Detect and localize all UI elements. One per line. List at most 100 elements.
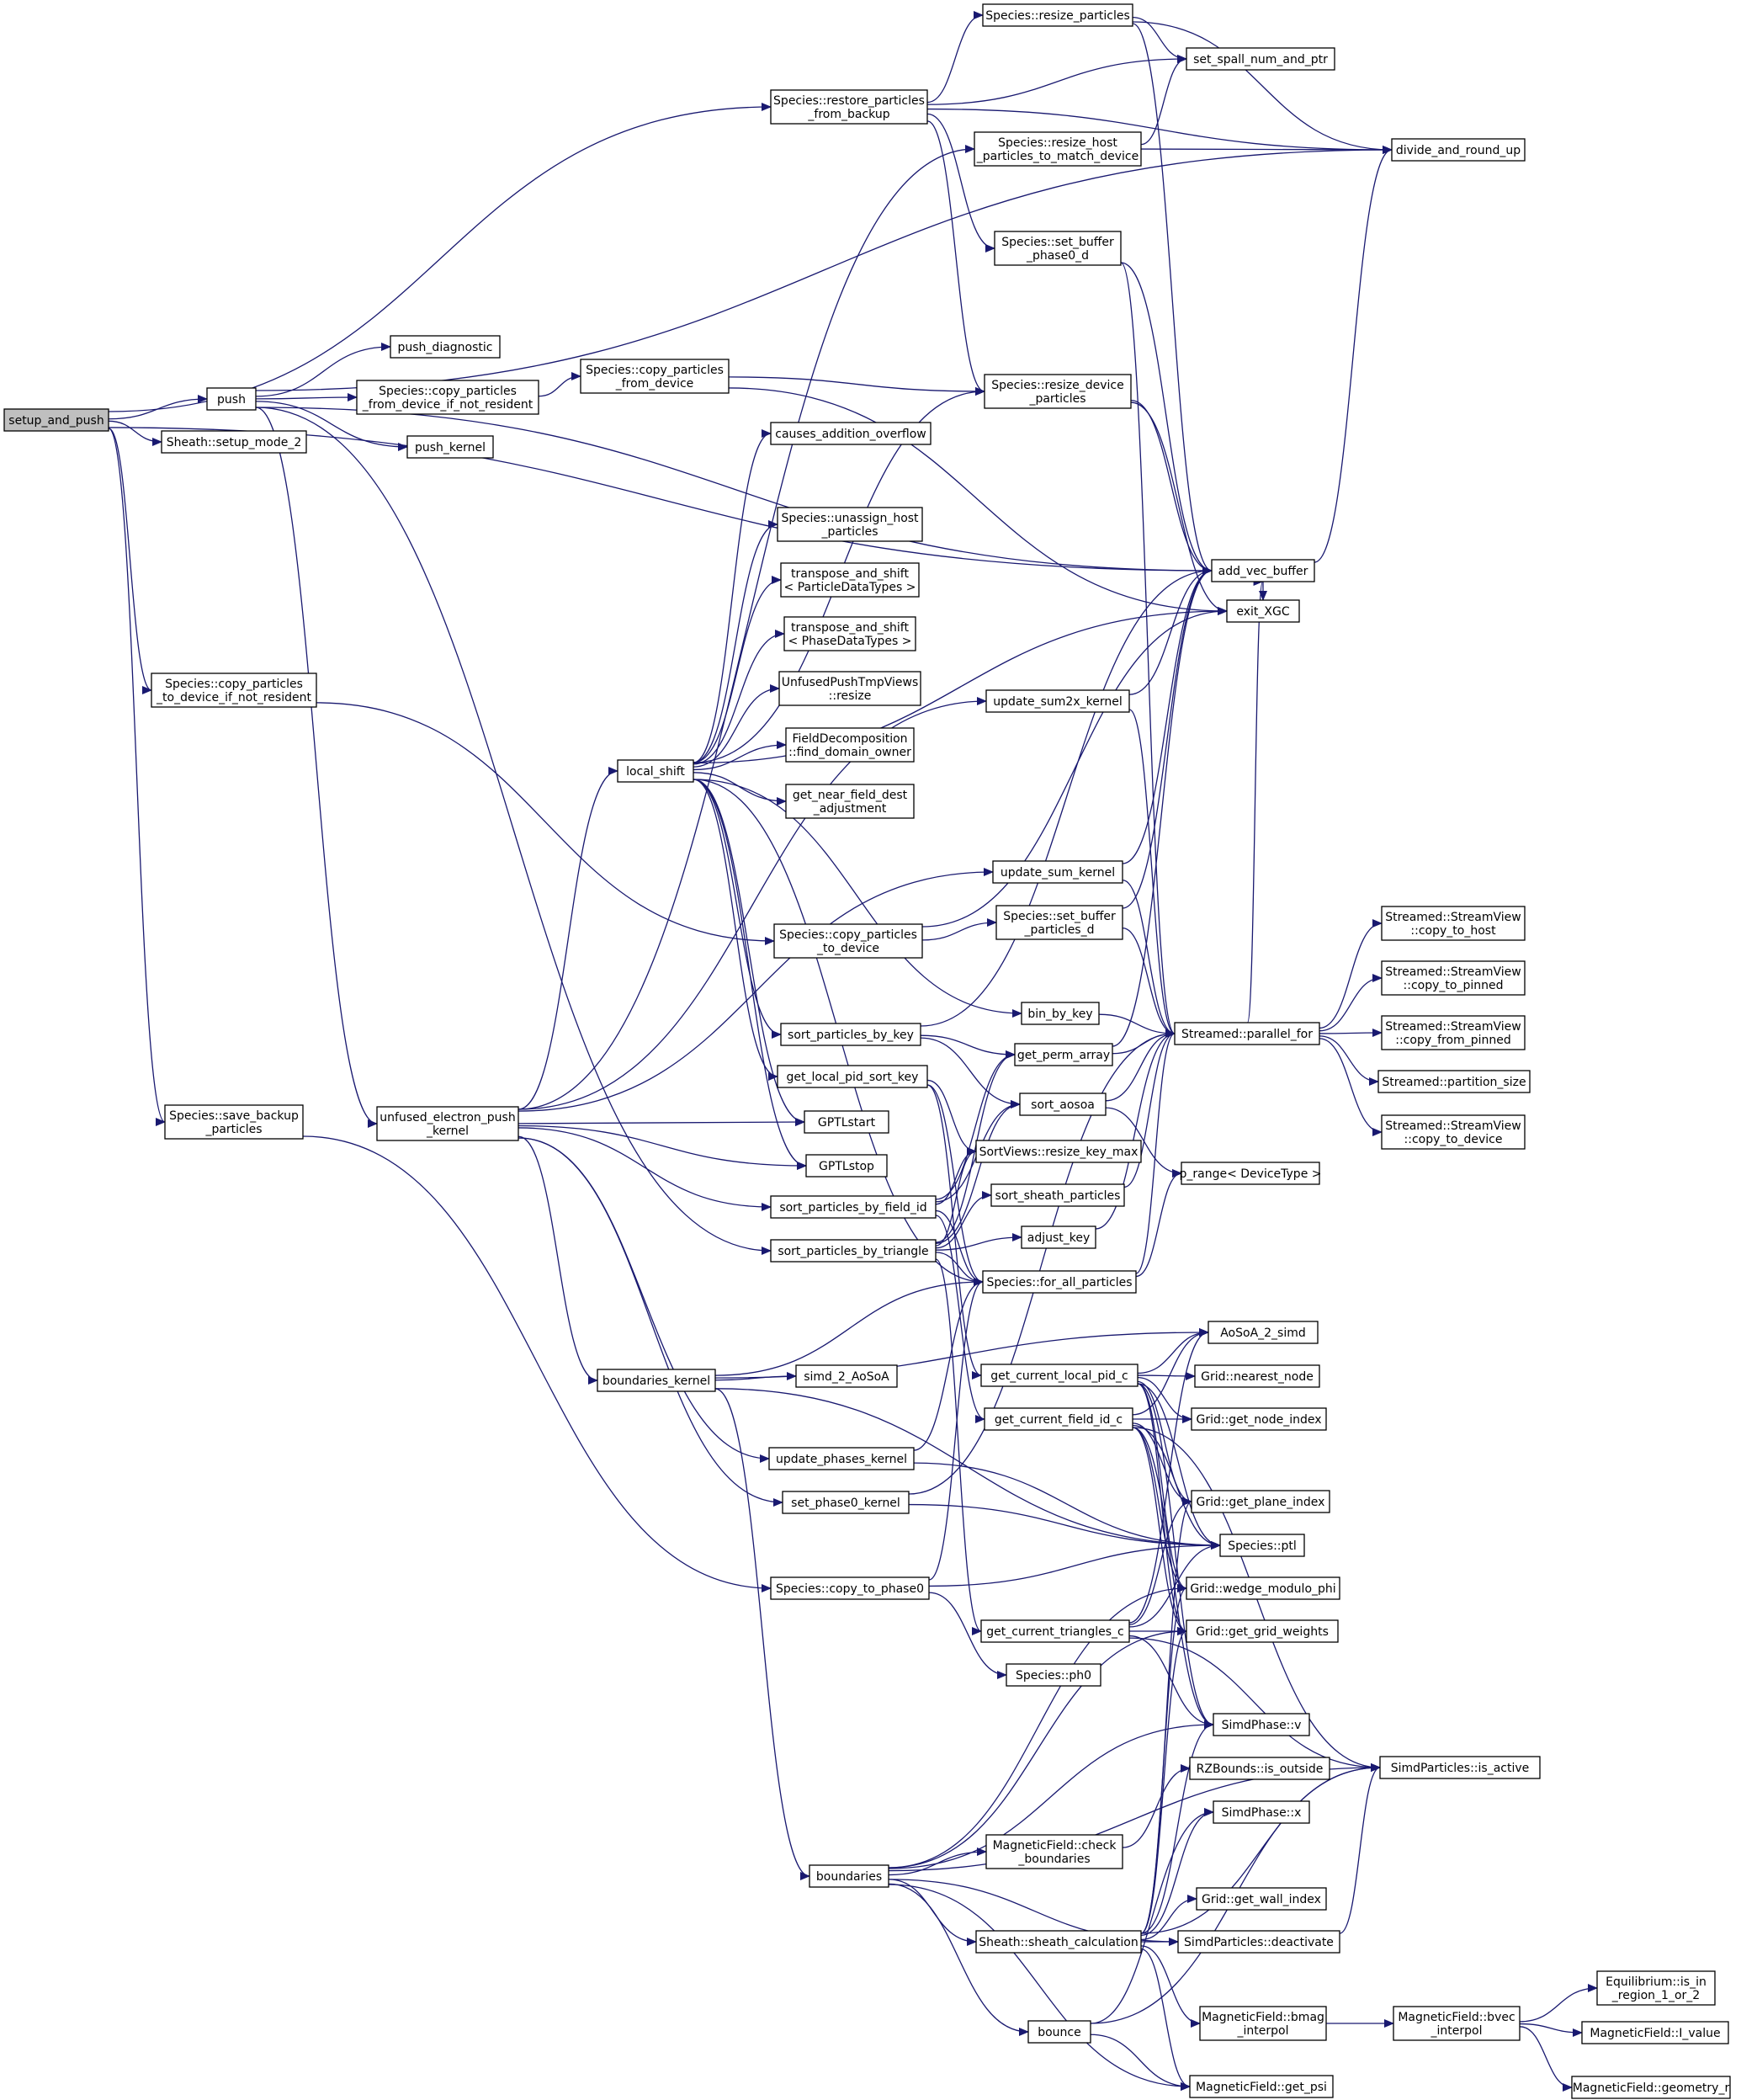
node-sort-aosoa[interactable]: sort_aosoa (1019, 1093, 1107, 1116)
node-update-phases-kernel[interactable]: update_phases_kernel (768, 1447, 915, 1470)
node-set-spall-num-and-ptr[interactable]: set_spall_num_and_ptr (1186, 47, 1335, 71)
edge-species_restore_particles_from_backup-to-set_spall_num_and_ptr (926, 55, 1187, 105)
node-transpose-and-shift-phase[interactable]: transpose_and_shift< PhaseDataTypes > (783, 616, 916, 651)
node-gptl-start[interactable]: GPTLstart (804, 1110, 889, 1134)
node-sheath-sheath-calculation[interactable]: Sheath::sheath_calculation (975, 1930, 1142, 1954)
node-label: Streamed::StreamView (1385, 1119, 1521, 1133)
node-box (1571, 2076, 1731, 2099)
node-sort-particles-by-triangle[interactable]: sort_particles_by_triangle (770, 1239, 937, 1263)
edge-get_current_field_id_c-to-grid_get_grid_weights (1132, 1427, 1187, 1635)
node-grid-get-plane-index[interactable]: Grid::get_plane_index (1191, 1490, 1330, 1513)
node-simd-phase-v[interactable]: SimdPhase::v (1213, 1713, 1310, 1736)
node-sort-particles-by-key[interactable]: sort_particles_by_key (780, 1023, 921, 1046)
node-boundaries-kernel[interactable]: boundaries_kernel (597, 1369, 716, 1392)
node-equilibrium-is-in-region-1-or-2[interactable]: Equilibrium::is_in_region_1_or_2 (1596, 1970, 1716, 2006)
node-species-for-all-particles[interactable]: Species::for_all_particles (982, 1270, 1137, 1294)
call-edge (926, 113, 995, 253)
node-magnetic-field-geometry-r[interactable]: MagneticField::geometry_r (1571, 2076, 1731, 2099)
node-species-unassign-host-particles[interactable]: Species::unassign_host_particles (777, 507, 923, 542)
node-grid-get-node-index[interactable]: Grid::get_node_index (1191, 1407, 1327, 1431)
node-species-resize-device-particles[interactable]: Species::resize_device_particles (984, 374, 1132, 409)
node-get-near-field-dest-adjustment[interactable]: get_near_field_dest_adjustment (785, 784, 915, 819)
node-species-set-buffer-phase0-d[interactable]: Species::set_buffer_phase0_d (994, 231, 1122, 266)
node-get-current-field-id-c[interactable]: get_current_field_id_c (984, 1407, 1133, 1431)
node-rz-bounds-is-outside[interactable]: RZBounds::is_outside (1189, 1757, 1330, 1780)
node-magnetic-field-get-psi[interactable]: MagneticField::get_psi (1189, 2075, 1334, 2098)
node-sort-sheath-particles[interactable]: sort_sheath_particles (990, 1183, 1125, 1207)
node-species-resize-particles[interactable]: Species::resize_particles (982, 3, 1133, 27)
node-bin-by-key[interactable]: bin_by_key (1021, 1002, 1100, 1025)
node-set-phase0-kernel[interactable]: set_phase0_kernel (782, 1491, 910, 1514)
node-magnetic-field-check-boundaries[interactable]: MagneticField::check_boundaries (985, 1834, 1123, 1869)
node-get-local-pid-sort-key[interactable]: get_local_pid_sort_key (777, 1065, 928, 1088)
node-get-current-triangles-c[interactable]: get_current_triangles_c (980, 1619, 1130, 1643)
edge-local_shift-to-gptl_stop (693, 779, 807, 1170)
node-simd-phase-x[interactable]: SimdPhase::x (1213, 1800, 1310, 1824)
node-species-ph0[interactable]: Species::ph0 (1006, 1663, 1101, 1687)
node-grid-wedge-modulo-phi[interactable]: Grid::wedge_modulo_phi (1186, 1576, 1340, 1600)
node-species-resize-host-particles-to-match-device[interactable]: Species::resize_host_particles_to_match_… (974, 131, 1142, 167)
node-update-sum-kernel[interactable]: update_sum_kernel (992, 860, 1123, 884)
node-sort-views-resize-key-max[interactable]: SortViews::resize_key_max (975, 1140, 1142, 1163)
node-species-save-backup-particles[interactable]: Species::save_backup_particles (164, 1104, 304, 1140)
node-stream-view-copy-to-host[interactable]: Streamed::StreamView::copy_to_host (1381, 906, 1526, 941)
node-unfused-push-tmp-views-resize[interactable]: UnfusedPushTmpViews::resize (778, 671, 921, 706)
node-update-sum2x-kernel[interactable]: update_sum2x_kernel (985, 689, 1130, 713)
node-stream-view-copy-from-pinned[interactable]: Streamed::StreamView::copy_from_pinned (1381, 1015, 1526, 1050)
node-label: SortViews::resize_key_max (979, 1146, 1139, 1159)
node-exit-xgc[interactable]: exit_XGC (1226, 599, 1300, 623)
node-simd-2-aosoa[interactable]: simd_2_AoSoA (795, 1364, 898, 1388)
node-gptl-stop[interactable]: GPTLstop (805, 1154, 888, 1178)
node-sheath-setup-mode-2[interactable]: Sheath::setup_mode_2 (161, 430, 307, 454)
node-grid-nearest-node[interactable]: Grid::nearest_node (1194, 1364, 1320, 1388)
node-grid-get-grid-weights[interactable]: Grid::get_grid_weights (1186, 1619, 1339, 1643)
call-edge (108, 428, 166, 1126)
node-species-copy-to-phase0[interactable]: Species::copy_to_phase0 (770, 1576, 930, 1600)
node-species-copy-particles-from-device[interactable]: Species::copy_particles_from_device (580, 359, 730, 394)
node-adjust-key[interactable]: adjust_key (1021, 1225, 1096, 1249)
call-edge (1140, 1948, 1191, 2091)
node-box (164, 1104, 304, 1140)
node-streamed-partition-size[interactable]: Streamed::partition_size (1377, 1070, 1531, 1093)
node-species-copy-particles-to-device[interactable]: Species::copy_particles_to_device (773, 923, 923, 959)
node-p-range-device-type[interactable]: p_range< DeviceType > (1180, 1162, 1322, 1185)
node-setup-and-push[interactable]: setup_and_push (3, 408, 109, 432)
node-box (617, 759, 694, 783)
node-push-kernel[interactable]: push_kernel (406, 435, 494, 459)
node-stream-view-copy-to-pinned[interactable]: Streamed::StreamView::copy_to_pinned (1381, 960, 1526, 996)
node-species-copy-particles-to-device-if-not-resident[interactable]: Species::copy_particles_to_device_if_not… (151, 673, 317, 708)
node-species-set-buffer-particles-d[interactable]: Species::set_buffer_particles_d (995, 905, 1123, 940)
node-unfused-electron-push-kernel[interactable]: unfused_electron_push_kernel (376, 1106, 519, 1141)
node-local-shift[interactable]: local_shift (617, 759, 694, 783)
call-edge (1135, 1029, 1176, 1274)
node-grid-get-wall-index[interactable]: Grid::get_wall_index (1196, 1887, 1327, 1911)
call-edge (1128, 1635, 1214, 1729)
node-species-ptl[interactable]: Species::ptl (1219, 1534, 1305, 1557)
node-stream-view-copy-to-device[interactable]: Streamed::StreamView::copy_to_device (1381, 1114, 1526, 1150)
node-field-decomposition-find-domain-owner[interactable]: FieldDecomposition::find_domain_owner (785, 727, 915, 763)
node-aosoa-2-simd[interactable]: AoSoA_2_simd (1208, 1321, 1319, 1344)
node-streamed-parallel-for[interactable]: Streamed::parallel_for (1174, 1022, 1320, 1045)
call-edge (1132, 1328, 1209, 1416)
node-box (1208, 1321, 1319, 1344)
node-divide-and-round-up[interactable]: divide_and_round_up (1391, 138, 1526, 162)
node-boundaries[interactable]: boundaries (809, 1864, 889, 1888)
node-get-current-local-pid-c[interactable]: get_current_local_pid_c (980, 1364, 1139, 1387)
node-push-diagnostic[interactable]: push_diagnostic (390, 335, 501, 359)
node-magnetic-field-i-value[interactable]: MagneticField::I_value (1581, 2021, 1729, 2044)
call-edge (693, 779, 778, 1081)
node-sort-particles-by-field-id[interactable]: sort_particles_by_field_id (770, 1195, 937, 1219)
edge-unfused_electron_push_kernel-to-sort_particles_by_field_id (518, 1127, 772, 1211)
node-species-copy-particles-from-device-if-not-resident[interactable]: Species::copy_particles_from_device_if_n… (356, 380, 539, 415)
node-bounce[interactable]: bounce (1027, 2020, 1091, 2044)
node-push[interactable]: push (206, 387, 257, 411)
node-magnetic-field-bmag-interpol[interactable]: MagneticField::bmag_interpol (1199, 2006, 1327, 2041)
node-add-vec-buffer[interactable]: add_vec_buffer (1211, 559, 1315, 582)
node-transpose-and-shift-particle[interactable]: transpose_and_shift< ParticleDataTypes > (780, 562, 920, 598)
node-simd-particles-deactivate[interactable]: SimdParticles::deactivate (1177, 1930, 1340, 1954)
node-species-restore-particles-from-backup[interactable]: Species::restore_particles_from_backup (770, 89, 928, 125)
node-get-perm-array[interactable]: get_perm_array (1014, 1043, 1113, 1066)
node-simd-particles-is-active[interactable]: SimdParticles::is_active (1379, 1756, 1541, 1779)
node-causes-addition-overflow[interactable]: causes_addition_overflow (770, 422, 932, 445)
node-magnetic-field-bvec-interpol[interactable]: MagneticField::bvec_interpol (1393, 2006, 1521, 2041)
